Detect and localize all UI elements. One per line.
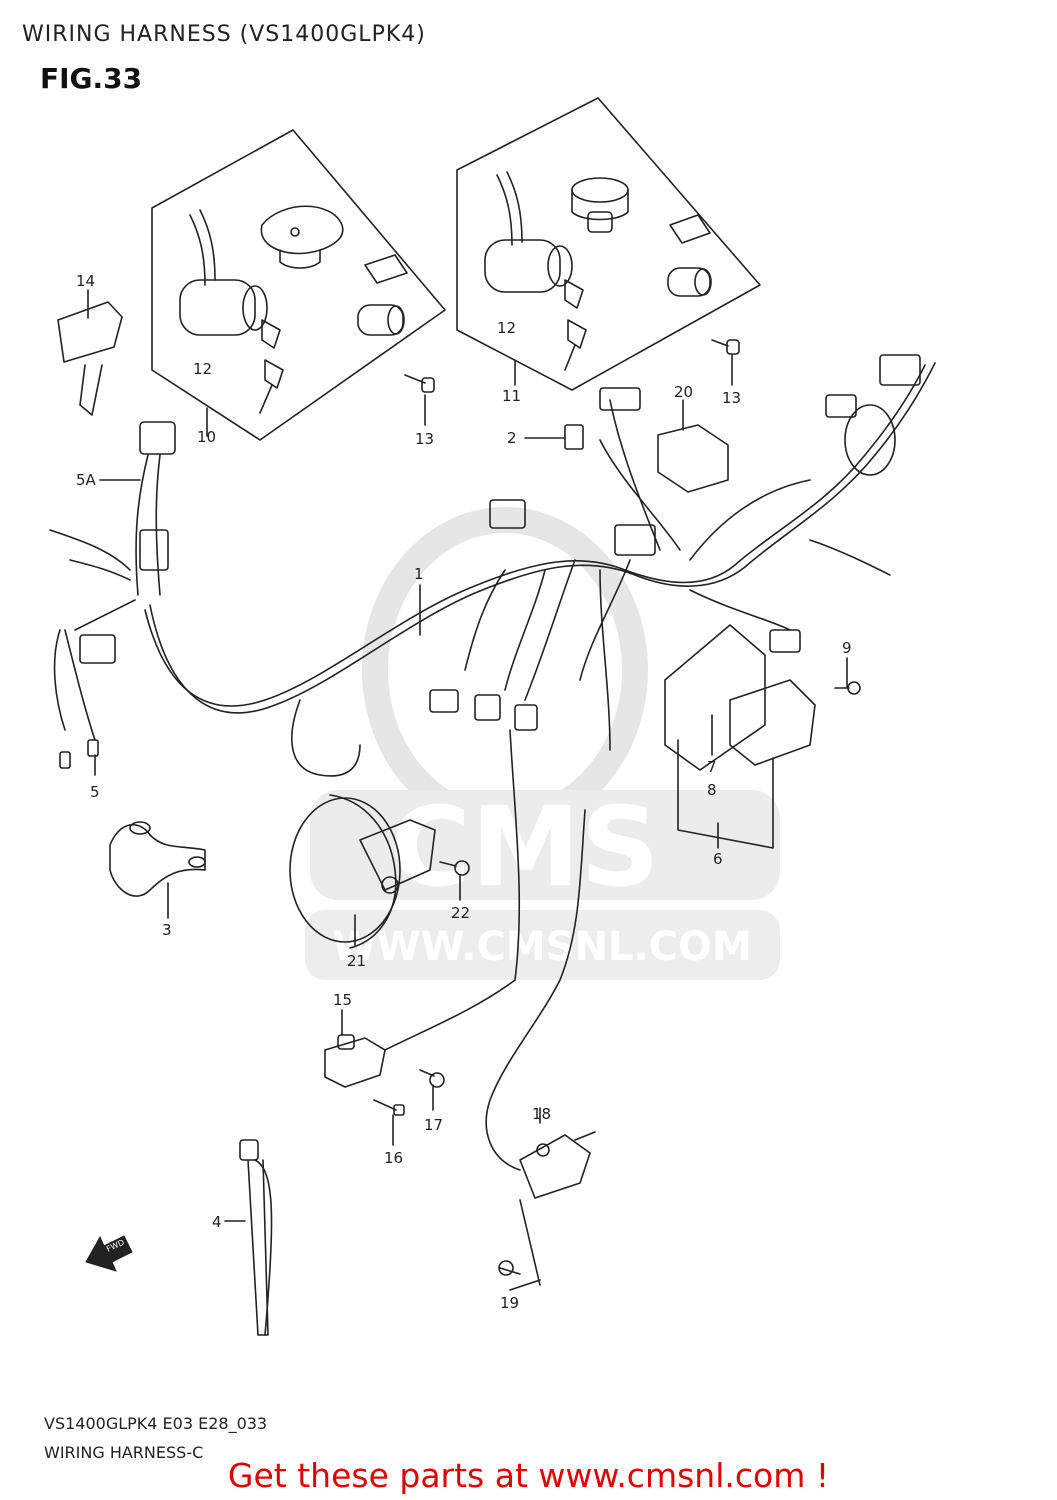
screw-13b-icon xyxy=(711,339,740,355)
figure-label: FIG.33 xyxy=(40,62,143,95)
callout-9: 9 xyxy=(842,639,852,657)
key-icon xyxy=(57,301,123,416)
callout-13b: 13 xyxy=(722,389,741,407)
callout-5: 5 xyxy=(90,783,100,801)
watermark: CMS WWW.CMSNL.COM xyxy=(305,507,780,980)
callout-17: 17 xyxy=(424,1116,443,1134)
callout-16: 16 xyxy=(384,1149,403,1167)
horn-icon xyxy=(289,794,436,949)
promo-link[interactable]: Get these parts at www.cmsnl.com ! xyxy=(227,1456,830,1495)
footer-diagram-code: VS1400GLPK4 E03 E28_033 xyxy=(44,1414,268,1433)
callout-12b: 12 xyxy=(497,319,516,337)
fuel-cap-cover-icon xyxy=(260,205,344,269)
footer-diagram-name: WIRING HARNESS-C xyxy=(44,1443,204,1462)
main-wiring-harness-icon xyxy=(144,354,936,777)
switch-icon xyxy=(324,729,521,1088)
fuel-cap-icon xyxy=(571,177,629,233)
callout-1: 1 xyxy=(414,565,424,583)
callout-2: 2 xyxy=(507,429,517,447)
lock-cylinder-11-icon xyxy=(667,214,712,297)
kit-box-11 xyxy=(456,97,761,391)
sub-harness-icon xyxy=(49,421,176,769)
ignition-switch-10-icon xyxy=(179,209,284,414)
callout-11: 11 xyxy=(502,387,521,405)
bracket-icon xyxy=(109,821,206,897)
sensor-icon xyxy=(485,809,596,1199)
callout-19: 19 xyxy=(500,1294,519,1312)
kit-box-10 xyxy=(151,129,446,441)
ignition-switch-11-icon xyxy=(484,171,587,371)
callout-6: 6 xyxy=(713,850,723,868)
fwd-arrow-icon: FWD xyxy=(85,1235,133,1272)
screw-16-icon xyxy=(373,1099,405,1116)
callout-13a: 13 xyxy=(415,430,434,448)
screw-17-icon xyxy=(419,1069,445,1088)
callout-8: 8 xyxy=(707,781,717,799)
callout-22: 22 xyxy=(451,904,470,922)
relay-icon xyxy=(657,424,729,493)
callout-15: 15 xyxy=(333,991,352,1009)
callout-20: 20 xyxy=(674,383,693,401)
callout-14: 14 xyxy=(76,272,95,290)
screw-19-icon xyxy=(498,1199,541,1286)
callout-18: 18 xyxy=(532,1105,551,1123)
callout-labels: 14 12 10 13 12 11 20 13 2 5A 1 9 5 7 8 6… xyxy=(76,272,852,1312)
callout-4: 4 xyxy=(212,1213,222,1231)
screw-13a-icon xyxy=(404,374,435,393)
callout-5a: 5A xyxy=(76,471,97,489)
callout-3: 3 xyxy=(162,921,172,939)
callout-7: 7 xyxy=(707,758,717,776)
cable-tie-icon xyxy=(239,1139,273,1336)
lock-cylinder-icon xyxy=(357,254,408,336)
bolt-22-icon xyxy=(439,860,470,876)
page-title: WIRING HARNESS (VS1400GLPK4) xyxy=(22,22,426,47)
regulator-icon xyxy=(664,624,816,849)
watermark-url: WWW.CMSNL.COM xyxy=(332,924,752,970)
callout-21: 21 xyxy=(347,952,366,970)
callout-10: 10 xyxy=(197,428,216,446)
watermark-brand: CMS xyxy=(390,783,659,911)
fuse-icon xyxy=(564,424,584,450)
callout-12a: 12 xyxy=(193,360,212,378)
